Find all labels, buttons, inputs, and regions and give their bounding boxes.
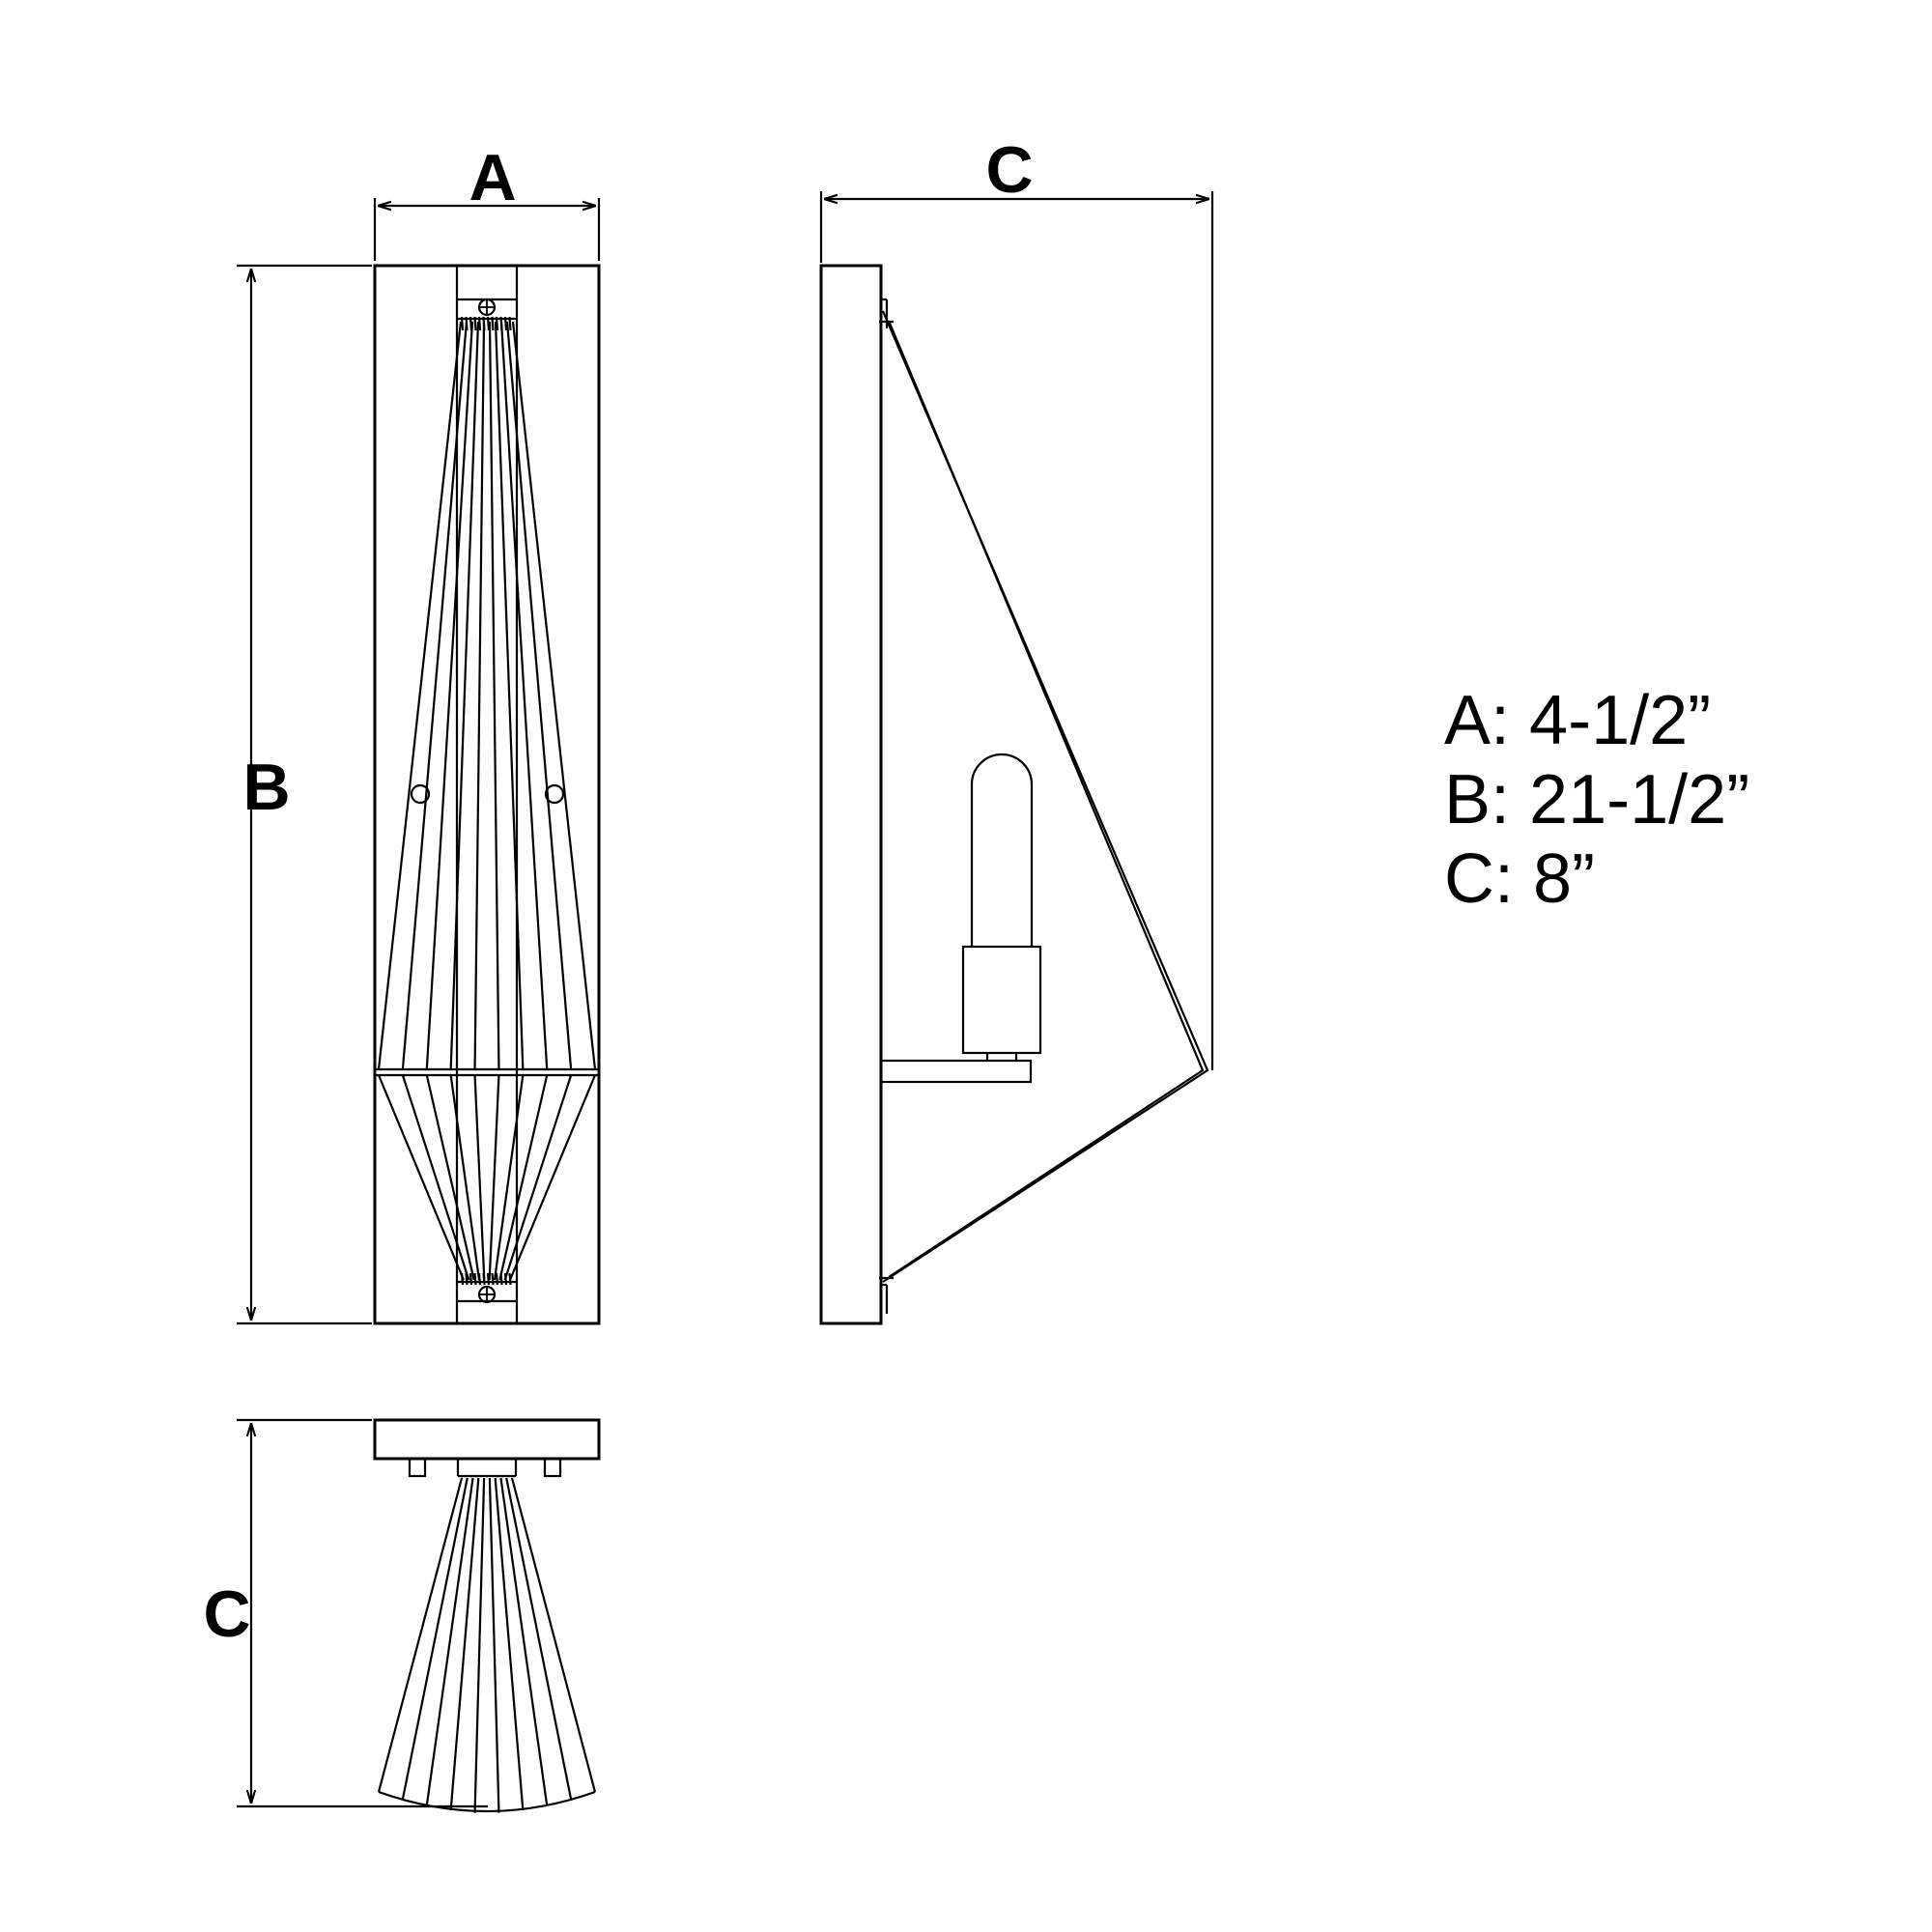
legend-key: B [1444,761,1492,838]
front-wire-ridge [460,316,465,331]
dimension-b-label: B [242,751,290,824]
dimension-c-top: C [203,1418,488,1808]
front-wire-cage [377,316,597,1286]
front-wire [488,1074,500,1281]
front-wire-ridge [473,316,477,331]
front-wire-ridge [469,316,473,331]
legend-row-a: A: 4-1/2” [1444,682,1712,759]
front-wire-ridge [465,316,469,331]
front-wire [401,1074,470,1281]
dimension-c-top-label: C [203,1577,250,1651]
front-wire-ridge [503,316,508,331]
legend-key: C [1444,840,1494,918]
top-wire [425,1477,474,1806]
dimension-legend: A: 4-1/2” B: 21-1/2” C: 8” [1444,681,1749,919]
top-wire [488,1477,500,1813]
front-wire-ridge [499,1272,503,1286]
side-bulb [970,753,1034,947]
front-wire [473,321,486,1070]
legend-value: 21-1/2” [1529,761,1750,838]
front-right-hinge [544,783,565,805]
front-wire [505,321,573,1070]
front-wire [473,1074,486,1281]
front-wire [377,1074,466,1281]
front-wire [449,1074,481,1281]
front-wire [503,1074,573,1281]
front-wire [494,321,525,1070]
front-wire [401,321,469,1070]
dimension-a: A [373,141,601,261]
side-backplate [819,264,883,1325]
front-wire [508,1074,597,1281]
legend-key: A [1444,682,1492,759]
front-wire [425,1074,475,1281]
front-wire-ridge [503,1272,508,1286]
front-wire [425,321,474,1070]
dimension-a-label: A [469,141,516,214]
top-wire [499,1477,549,1806]
legend-value: 8” [1533,840,1596,918]
front-wire-ridge [482,316,486,331]
front-wire [488,321,500,1070]
top-wire [473,1477,486,1813]
front-wire-ridge [486,316,491,331]
legend-row-c: C: 8” [1444,840,1596,918]
front-wire-ridge [508,1272,512,1286]
front-wire-ridge [473,1272,477,1286]
top-wire-arc [378,1790,596,1813]
top-wire [494,1477,525,1811]
top-wire [401,1477,469,1800]
front-wire-ridge [508,316,512,331]
front-wire-ridge [460,1272,465,1286]
top-view [373,1418,601,1813]
top-wire [510,1477,597,1793]
side-shade-profile [881,310,1209,1283]
front-wire-ridge [482,1272,486,1286]
top-left-stud [408,1457,427,1478]
top-right-stud [543,1457,562,1478]
top-wire-fan [377,1477,597,1813]
front-left-hinge [410,783,431,805]
front-wire-ridge [486,1272,491,1286]
front-wire [511,321,597,1070]
top-wire [449,1477,480,1811]
front-wire-ridge [477,1272,482,1286]
front-bottom-screw [457,1280,517,1304]
front-wire-ridge [491,316,495,331]
front-mount-strip [455,264,519,1325]
dimension-c-side-label: C [985,133,1033,207]
front-wire-ridge [499,316,503,331]
front-top-screw [457,298,517,321]
front-wire-ridge [491,1272,495,1286]
top-wire [505,1477,573,1800]
top-wire [377,1477,464,1793]
front-wire [498,1074,549,1281]
front-wire-ridge [469,1272,473,1286]
legend-value: 4-1/2” [1529,682,1712,759]
front-wire [377,321,463,1070]
front-wire [499,321,549,1070]
front-view [373,264,601,1325]
front-wire [449,321,480,1070]
dimension-c-side: C [819,133,1214,1070]
top-backplate [373,1418,601,1461]
front-wire-ridge [465,1272,469,1286]
side-socket [961,945,1042,1055]
legend-row-b: B: 21-1/2” [1444,761,1750,838]
front-wire-ridge [477,316,482,331]
side-arm [879,1059,1033,1084]
dimension-b: B [237,264,372,1325]
side-view [819,264,1209,1325]
front-wire [493,1074,525,1281]
